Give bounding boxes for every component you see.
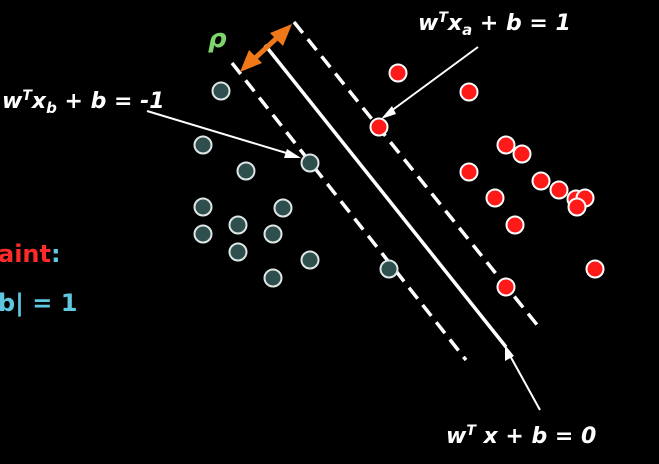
negative-point — [263, 224, 283, 244]
equation-hyperplane: wT x + b = 0 — [446, 423, 596, 449]
positive-point — [549, 180, 569, 200]
arrow-to-xb — [146, 110, 301, 158]
negative-point — [263, 268, 283, 288]
constraint-label-partial: aint: — [0, 240, 61, 268]
negative-point — [379, 259, 399, 279]
hyperplane-line — [263, 43, 508, 349]
negative-point — [193, 197, 213, 217]
negative-point — [300, 153, 320, 173]
equation-negative-margin: wTxb + b = -1 — [2, 88, 165, 117]
positive-point — [585, 259, 605, 279]
arrow-to-xa — [381, 46, 479, 119]
positive-point — [459, 162, 479, 182]
constraint-equation-partial: b| = 1 — [0, 289, 77, 317]
negative-point — [236, 161, 256, 181]
negative-point — [300, 250, 320, 270]
negative-point — [273, 198, 293, 218]
positive-point — [388, 63, 408, 83]
negative-point — [211, 81, 231, 101]
positive-class-points — [369, 63, 605, 297]
negative-point — [193, 224, 213, 244]
equation-positive-margin: wTxa + b = 1 — [418, 10, 571, 39]
positive-point — [496, 277, 516, 297]
positive-point — [567, 197, 587, 217]
positive-point — [485, 188, 505, 208]
positive-point — [531, 171, 551, 191]
negative-point — [228, 215, 248, 235]
positive-point — [512, 144, 532, 164]
positive-point — [459, 82, 479, 102]
arrow-to-hyperplane — [505, 345, 541, 411]
margin-line-negative — [230, 61, 468, 362]
rho-label: ρ — [208, 24, 227, 54]
rho-margin-arrow — [240, 24, 292, 72]
negative-point — [193, 135, 213, 155]
positive-point — [369, 117, 389, 137]
positive-point — [505, 215, 525, 235]
negative-class-points — [193, 81, 399, 288]
positive-point — [496, 135, 516, 155]
negative-point — [228, 242, 248, 262]
